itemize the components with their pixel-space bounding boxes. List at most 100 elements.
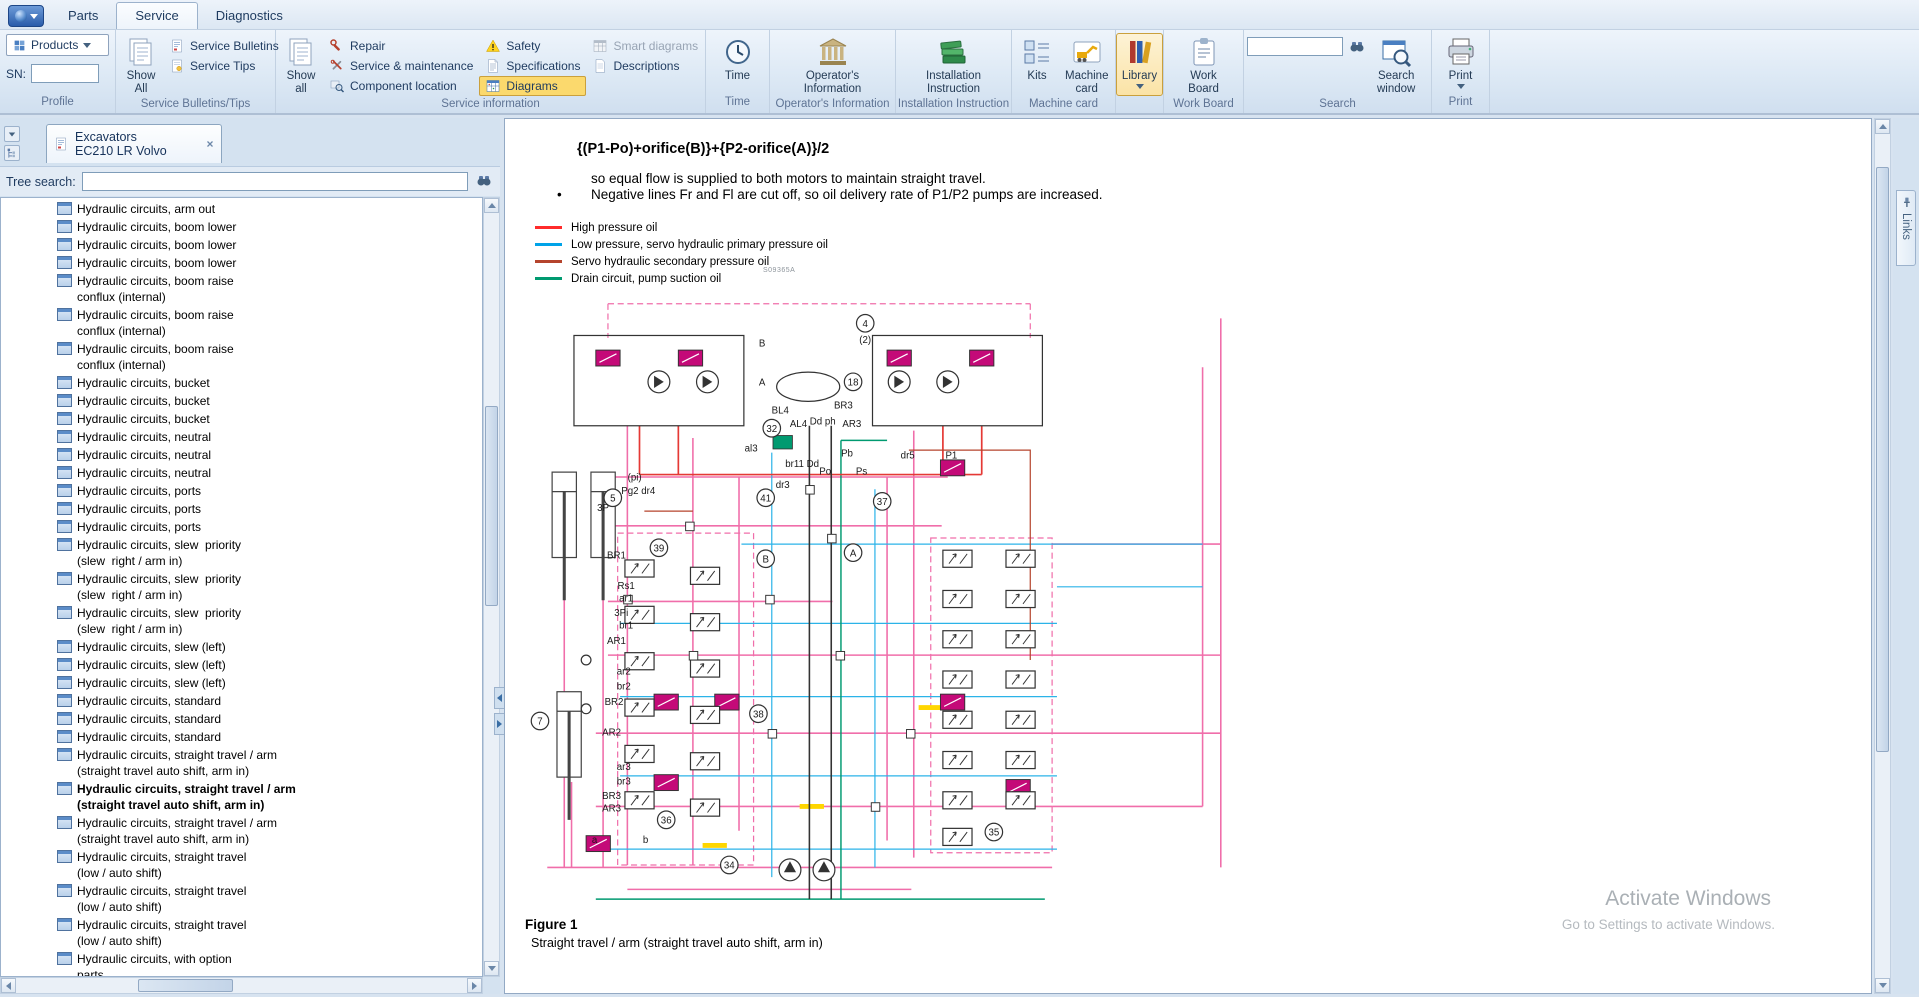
installation-instruction-button[interactable]: Installation Instruction xyxy=(920,33,987,98)
scroll-up-button[interactable] xyxy=(1875,119,1890,134)
tree-item[interactable]: Hydraulic circuits, standard xyxy=(1,692,482,710)
panel-dropdown-button[interactable] xyxy=(4,126,20,142)
operators-information-button[interactable]: Operator's Information xyxy=(798,33,868,98)
tree-item[interactable]: Hydraulic circuits, boom raise conflux (… xyxy=(1,340,482,374)
time-button[interactable]: Time xyxy=(716,33,760,96)
component-location-item[interactable]: Component location xyxy=(323,76,479,96)
svg-text:al3: al3 xyxy=(745,443,758,454)
tree-item[interactable]: Hydraulic circuits, bucket xyxy=(1,374,482,392)
work-board-button[interactable]: Work Board xyxy=(1182,33,1226,98)
diagram-doc-icon xyxy=(57,850,72,863)
tree-horizontal-scrollbar[interactable] xyxy=(0,977,483,994)
scrollbar-thumb[interactable] xyxy=(138,979,233,992)
tree-item[interactable]: Hydraulic circuits, straight travel (low… xyxy=(1,882,482,916)
tree-item[interactable]: Hydraulic circuits, boom lower xyxy=(1,254,482,272)
ribbon-tab[interactable]: Diagnostics xyxy=(198,3,301,29)
tree-item[interactable]: Hydraulic circuits, slew priority (slew … xyxy=(1,604,482,638)
work-board-label: Work Board xyxy=(1188,70,1219,95)
tree-item[interactable]: Hydraulic circuits, straight travel (low… xyxy=(1,916,482,950)
show-all-bulletins-button[interactable]: Show All xyxy=(119,33,163,98)
scroll-up-button[interactable] xyxy=(484,198,499,213)
tree-item[interactable]: Hydraulic circuits, bucket xyxy=(1,392,482,410)
tree-item[interactable]: Hydraulic circuits, arm out xyxy=(1,200,482,218)
notebook-icon xyxy=(53,136,69,152)
scrollbar-thumb[interactable] xyxy=(485,406,498,606)
tree-item-label: Hydraulic circuits, straight travel / ar… xyxy=(77,815,277,847)
svg-text:18: 18 xyxy=(848,377,859,388)
activate-windows-watermark: Activate Windows xyxy=(1605,887,1771,911)
ribbon-group-work-board: Work Board Work Board xyxy=(1164,30,1244,113)
show-all-service-info-button[interactable]: Show all xyxy=(279,33,323,98)
tree-item[interactable]: Hydraulic circuits, straight travel (low… xyxy=(1,848,482,882)
svg-text:B: B xyxy=(759,338,765,349)
tree-item[interactable]: Hydraulic circuits, neutral xyxy=(1,464,482,482)
document-tab-excavators[interactable]: Excavators EC210 LR Volvo xyxy=(46,124,222,163)
service-maintenance-label: Service & maintenance xyxy=(350,59,473,73)
tree-item[interactable]: Hydraulic circuits, boom lower xyxy=(1,236,482,254)
tree-item[interactable]: Hydraulic circuits, neutral xyxy=(1,446,482,464)
scroll-down-button[interactable] xyxy=(1875,978,1890,993)
ribbon: Products SN: Profile Show All xyxy=(0,30,1919,114)
svg-text:32: 32 xyxy=(766,424,777,435)
application-menu-button[interactable] xyxy=(8,5,44,27)
print-button[interactable]: Print xyxy=(1439,33,1483,96)
ribbon-group-label: Operator's Information xyxy=(770,98,895,113)
paragraph-text: so equal flow is supplied to both motors… xyxy=(591,171,986,186)
tree-item[interactable]: Hydraulic circuits, slew (left) xyxy=(1,656,482,674)
tree-item[interactable]: Hydraulic circuits, straight travel / ar… xyxy=(1,814,482,848)
scroll-right-button[interactable] xyxy=(467,978,482,993)
tree-item[interactable]: Hydraulic circuits, slew priority (slew … xyxy=(1,536,482,570)
document-vertical-scrollbar[interactable] xyxy=(1874,118,1891,994)
tree-item[interactable]: Hydraulic circuits, ports xyxy=(1,518,482,536)
service-tips-item[interactable]: Service Tips xyxy=(163,56,285,76)
tree-item-label: Hydraulic circuits, bucket xyxy=(77,375,210,391)
scrollbar-thumb[interactable] xyxy=(1876,167,1889,752)
diagrams-label: Diagrams xyxy=(506,79,557,93)
tree-search-input[interactable] xyxy=(82,172,468,191)
tree-item[interactable]: Hydraulic circuits, slew (left) xyxy=(1,638,482,656)
tree-item[interactable]: Hydraulic circuits, ports xyxy=(1,500,482,518)
tree-item[interactable]: Hydraulic circuits, slew (left) xyxy=(1,674,482,692)
tree-item[interactable]: Hydraulic circuits, boom lower xyxy=(1,218,482,236)
binoculars-button[interactable] xyxy=(1347,36,1367,59)
search-window-button[interactable]: Search window xyxy=(1371,35,1421,98)
products-dropdown[interactable]: Products xyxy=(6,34,109,56)
tree-item[interactable]: Hydraulic circuits, straight travel / ar… xyxy=(1,780,482,814)
links-panel-tab[interactable]: Links xyxy=(1896,190,1916,266)
tree-item[interactable]: Hydraulic circuits, standard xyxy=(1,710,482,728)
ribbon-tab[interactable]: Parts xyxy=(50,3,116,29)
tree-item-label: Hydraulic circuits, boom raise conflux (… xyxy=(77,341,234,373)
tree-item[interactable]: Hydraulic circuits, slew priority (slew … xyxy=(1,570,482,604)
formula-text: {(P1-Po)+orifice(B)}+{P2-orifice(A)}/2 xyxy=(577,141,829,157)
specifications-item[interactable]: Specifications xyxy=(479,56,586,76)
sn-input[interactable] xyxy=(31,64,99,83)
tab-close-icon[interactable] xyxy=(205,139,215,149)
tree-item[interactable]: Hydraulic circuits, bucket xyxy=(1,410,482,428)
ribbon-tab[interactable]: Service xyxy=(116,2,197,29)
library-button[interactable]: Library xyxy=(1116,33,1163,96)
tree-item[interactable]: Hydraulic circuits, straight travel / ar… xyxy=(1,746,482,780)
diagrams-item[interactable]: Diagrams xyxy=(479,76,586,96)
tree-view-button[interactable] xyxy=(4,145,20,161)
tree-search-button[interactable] xyxy=(474,170,494,193)
scroll-left-button[interactable] xyxy=(1,978,16,993)
safety-item[interactable]: Safety xyxy=(479,36,586,56)
tree-item[interactable]: Hydraulic circuits, neutral xyxy=(1,428,482,446)
tree-item[interactable]: Hydraulic circuits, ports xyxy=(1,482,482,500)
search-input[interactable] xyxy=(1247,37,1343,56)
kits-button[interactable]: Kits xyxy=(1015,33,1059,98)
tree-item[interactable]: Hydraulic circuits, with option parts xyxy=(1,950,482,977)
tree-item[interactable]: Hydraulic circuits, boom raise conflux (… xyxy=(1,272,482,306)
tree-item[interactable]: Hydraulic circuits, boom raise conflux (… xyxy=(1,306,482,340)
tree: Hydraulic circuits, arm out Hydraulic ci… xyxy=(1,198,482,977)
ribbon-group-label: Search xyxy=(1244,98,1431,113)
diagram-doc-icon xyxy=(57,816,72,829)
scroll-down-button[interactable] xyxy=(484,961,499,976)
service-bulletins-item[interactable]: Service Bulletins xyxy=(163,36,285,56)
repair-item[interactable]: Repair xyxy=(323,36,479,56)
service-maintenance-item[interactable]: Service & maintenance xyxy=(323,56,479,76)
descriptions-item[interactable]: Descriptions xyxy=(586,56,704,76)
tree-vertical-scrollbar[interactable] xyxy=(483,197,500,977)
machine-card-button[interactable]: Machine card xyxy=(1059,33,1114,98)
tree-item[interactable]: Hydraulic circuits, standard xyxy=(1,728,482,746)
